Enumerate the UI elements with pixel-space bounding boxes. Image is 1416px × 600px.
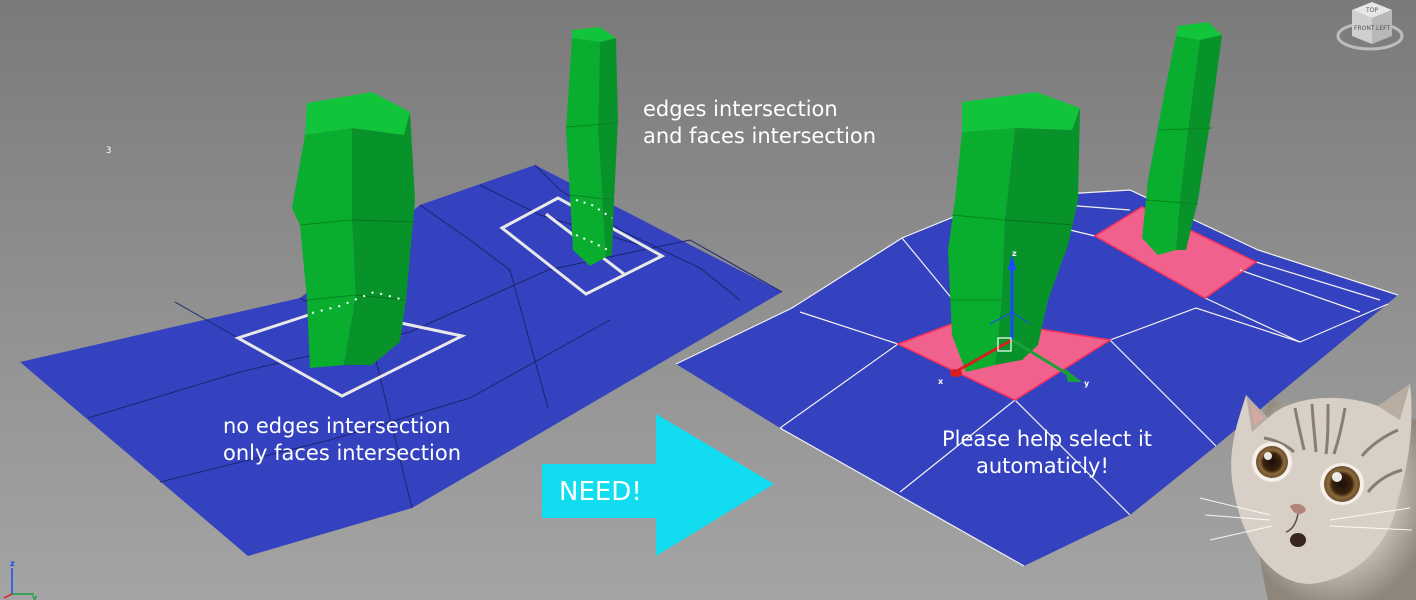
right-big-pillar[interactable] — [948, 92, 1080, 372]
arrow-right-icon — [542, 414, 774, 556]
label-faces-intersection: and faces intersection — [643, 124, 876, 148]
viewport-number: 3 — [106, 146, 111, 156]
viewcube-top-label: TOP — [1365, 7, 1378, 14]
label-no-edges-1: no edges intersection — [223, 414, 451, 438]
label-please-1: Please help select it — [942, 427, 1152, 451]
gizmo-z-label: z — [1012, 249, 1017, 258]
left-small-pillar[interactable] — [565, 27, 619, 266]
label-need: NEED! — [559, 477, 642, 507]
axis-z-label: z — [10, 559, 15, 568]
left-face-outline — [234, 306, 467, 398]
label-edges-intersection: edges intersection — [643, 97, 838, 121]
gizmo-x-label: x — [938, 377, 944, 386]
viewcube-front-label: FRONT — [1354, 25, 1375, 32]
left-scene — [20, 27, 783, 556]
left-big-pillar[interactable] — [292, 92, 416, 368]
left-face-outline-2 — [499, 196, 666, 296]
gizmo-y-label: y — [1084, 379, 1090, 388]
viewcube-left-label: LEFT — [1376, 25, 1390, 32]
transform-gizmo-icon[interactable]: x y z — [938, 249, 1090, 388]
cat-photo — [1199, 384, 1416, 600]
axis-tripod-icon: z y — [3, 559, 38, 600]
right-small-pillar[interactable] — [1142, 22, 1222, 255]
axis-y-label: y — [32, 593, 38, 600]
label-please-2: automaticly! — [976, 454, 1109, 478]
label-no-edges-2: only faces intersection — [223, 441, 461, 465]
selected-face-2[interactable] — [1095, 207, 1256, 298]
right-scene: x y z — [675, 22, 1399, 567]
viewcube-icon[interactable]: TOP FRONT LEFT — [1336, 2, 1404, 51]
